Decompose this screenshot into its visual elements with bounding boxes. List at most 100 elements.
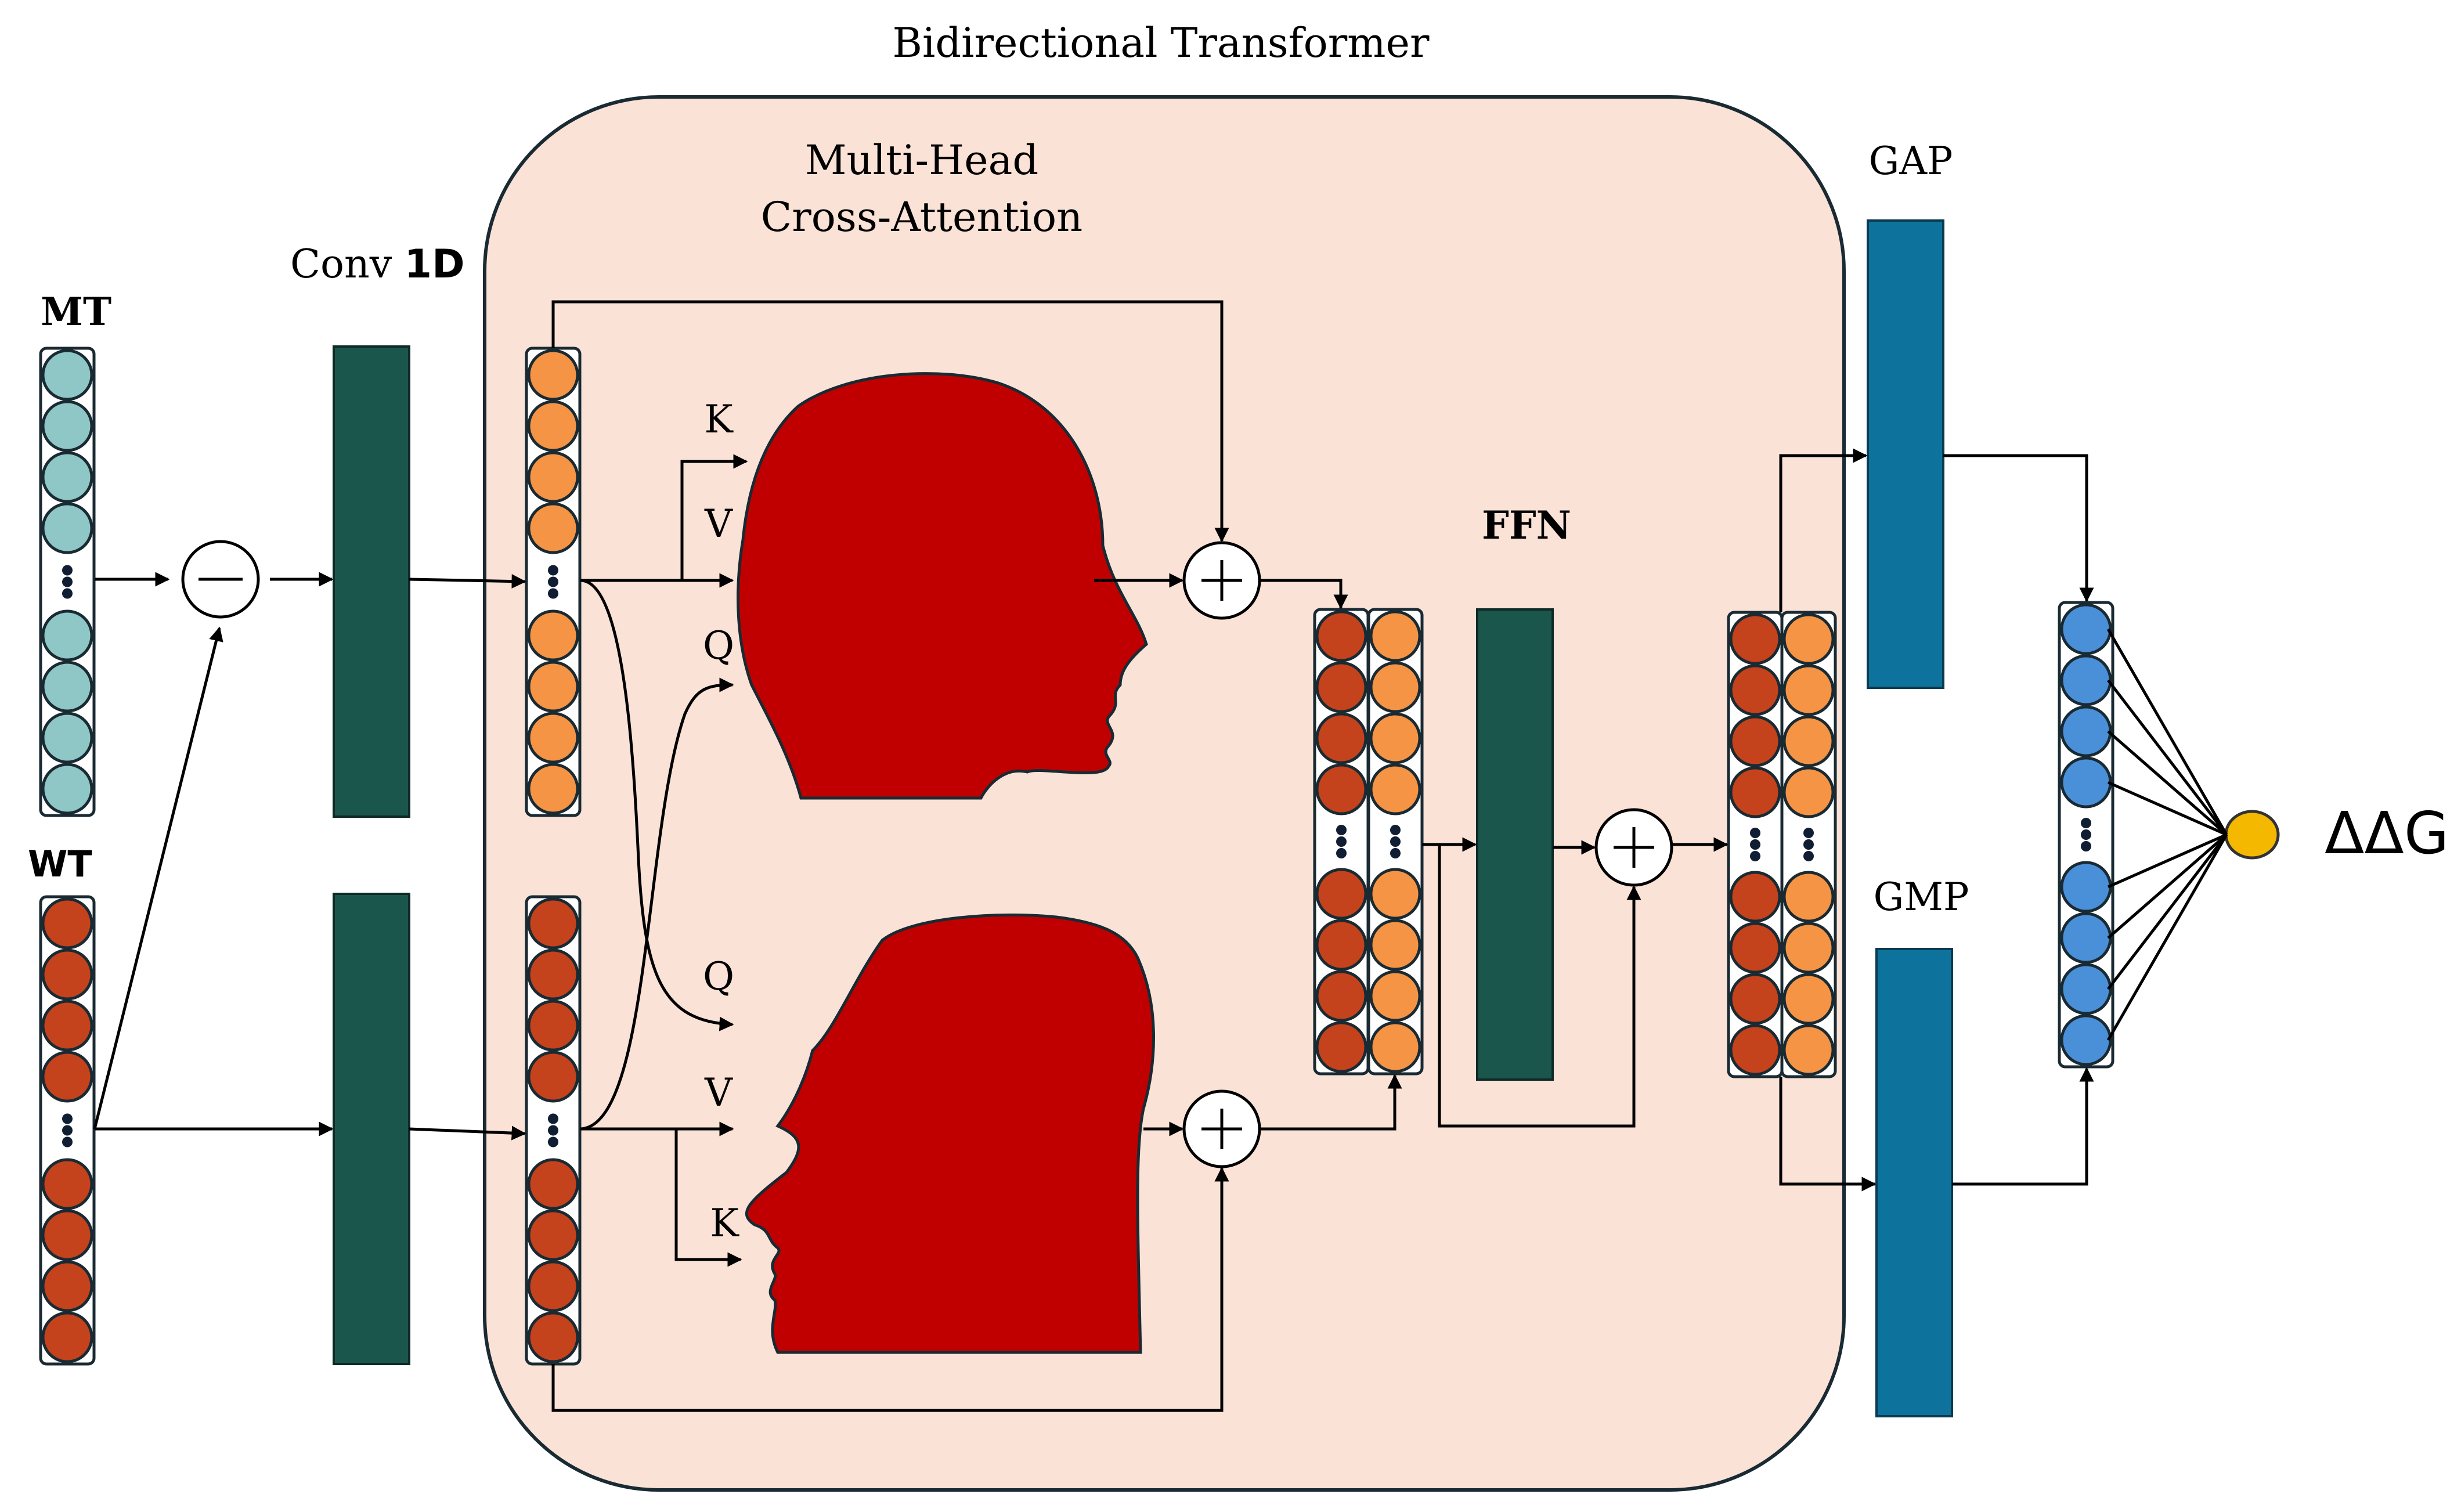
vector-node [527,451,579,503]
vector-node [1369,610,1421,662]
lower-k-label: K [710,1201,739,1246]
ellipsis-dot [548,576,558,587]
plus-operator-icon [1594,808,1673,887]
vector-node [1369,970,1421,1022]
gap-block [1867,219,1944,689]
vector-node [2060,654,2112,706]
conv-block-mt [333,345,410,818]
vector-node [1729,766,1781,818]
ffn-label: FFN [1482,503,1571,548]
ellipsis-dot [1336,836,1347,847]
upper-v-label: V [704,501,733,546]
fan-in-line [2107,679,2228,836]
vector-node [527,1260,579,1312]
vector-node [2060,963,2112,1015]
conv-label-text: Conv [290,241,405,287]
vector-node [1369,712,1421,764]
vector-node [1782,1024,1835,1076]
vector-node [41,609,93,662]
ellipsis-dot [548,588,558,599]
vector-node [1729,871,1781,923]
vector-node [1369,763,1421,815]
vector-node [527,897,579,950]
vector-node [1369,919,1421,971]
vector-node [527,1311,579,1363]
vector-node [1782,715,1835,767]
fan-in-line [2106,628,2228,836]
ellipsis-dot [1390,825,1401,835]
ellipsis-dot [2081,818,2091,828]
transformer-output-vector-dark [1727,611,1784,1078]
vector-node [41,661,93,713]
vector-node [527,1051,579,1103]
vector-node [41,502,93,554]
fan-in-line [2107,730,2228,836]
ellipsis-dot [62,588,73,599]
head-silhouette-icon [737,372,1148,800]
plus-operator-icon [1182,541,1261,620]
upper-q-label: Q [703,623,734,668]
ellipsis-dot [1390,836,1401,847]
vector-node [1315,1021,1367,1073]
vector-node [527,609,579,662]
vector-node [2060,1014,2112,1066]
vector-node [527,1209,579,1261]
mt-vector [39,347,96,817]
attention-title-line1: Multi-Head [805,136,1038,184]
vector-node [527,712,579,764]
fan-in-line [2107,833,2228,889]
vector-node [1315,868,1367,920]
vector-node [1369,661,1421,713]
vector-node [41,999,93,1052]
vector-node [1729,613,1781,665]
vector-node [1729,1024,1781,1076]
ellipsis-dot [2081,841,2091,851]
ellipsis-dot [62,565,73,576]
vector-node [527,763,579,815]
vector-node [1782,871,1835,923]
vector-node [2060,756,2112,809]
vector-node [527,400,579,452]
vector-node [41,451,93,503]
vector-node [2060,603,2112,655]
ellipsis-dot [1750,851,1760,861]
ffn-block [1476,608,1554,1081]
connection-lines [93,300,2094,1412]
vector-node [41,1051,93,1103]
ellipsis-dot [548,1113,558,1124]
fan-in-line [2107,833,2228,939]
vector-node [1782,973,1835,1025]
vector-node [41,1209,93,1261]
transformer-title: Bidirectional Transformer [893,19,1430,67]
vector-node [1782,613,1835,665]
transformer-block [483,95,1846,1492]
ellipsis-dot [1803,851,1814,861]
vector-node [527,502,579,554]
concat-vector-light [1367,608,1424,1076]
output-label: ΔΔG [2325,799,2449,867]
transformer-output-vector-light [1780,611,1837,1078]
vector-node [1369,868,1421,920]
attention-title-line2: Cross-Attention [761,193,1083,241]
ellipsis-dot [1750,839,1760,850]
vector-node [1782,922,1835,974]
gap-label: GAP [1869,139,1953,183]
vector-node [41,897,93,950]
ellipsis-dot [1390,848,1401,858]
vector-node [2060,705,2112,757]
vector-node [41,948,93,1001]
ellipsis-dot [548,1125,558,1136]
vector-node [1782,766,1835,818]
mt-label: MT [41,289,111,334]
ellipsis-dot [62,1125,73,1136]
vector-node [1315,970,1367,1022]
ellipsis-dot [62,576,73,587]
vector-node [1315,763,1367,815]
head-silhouette-icon [745,913,1155,1354]
vector-node [41,763,93,815]
conv-label-bold: 1D [405,241,465,287]
vector-node [41,400,93,452]
vector-node [41,712,93,764]
vector-node [1729,922,1781,974]
